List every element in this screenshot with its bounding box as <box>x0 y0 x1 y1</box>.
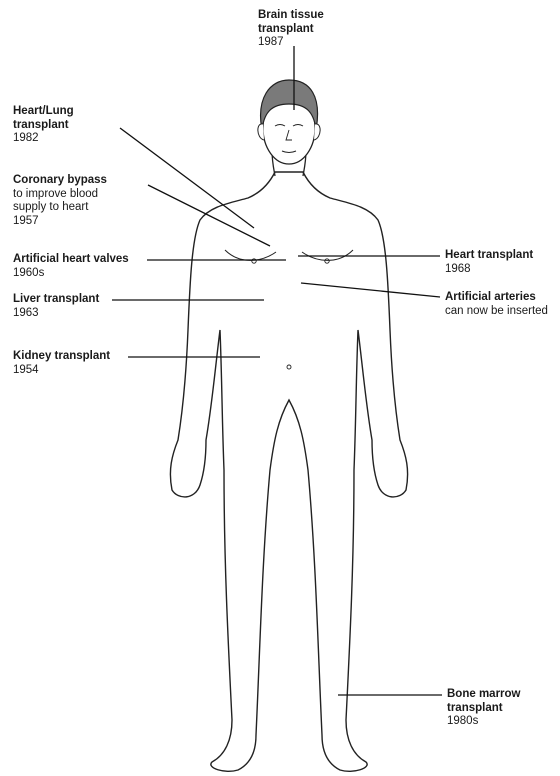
heart-year: 1968 <box>445 263 533 277</box>
coronary-year: 1957 <box>13 215 107 229</box>
label-artificial-arteries: Artificial arteries can now be inserted <box>445 291 548 318</box>
label-brain-tissue: Brain tissue transplant 1987 <box>258 9 324 50</box>
heart-lung-title-2: transplant <box>13 119 74 133</box>
brain-year: 1987 <box>258 36 324 50</box>
valves-title: Artificial heart valves <box>13 253 129 267</box>
label-artificial-heart-valves: Artificial heart valves 1960s <box>13 253 129 280</box>
bone-marrow-year: 1980s <box>447 715 521 729</box>
heart-lung-year: 1982 <box>13 132 74 146</box>
body-silhouette <box>170 172 407 771</box>
coronary-title: Coronary bypass <box>13 174 107 188</box>
leader-heart-lung <box>120 128 254 228</box>
heart-title: Heart transplant <box>445 249 533 263</box>
liver-year: 1963 <box>13 307 99 321</box>
label-heart-transplant: Heart transplant 1968 <box>445 249 533 276</box>
label-kidney-transplant: Kidney transplant 1954 <box>13 350 110 377</box>
kidney-title: Kidney transplant <box>13 350 110 364</box>
label-bone-marrow: Bone marrow transplant 1980s <box>447 688 521 729</box>
coronary-line-1: to improve blood <box>13 188 107 202</box>
brain-title-1: Brain tissue <box>258 9 324 23</box>
label-heart-lung: Heart/Lung transplant 1982 <box>13 105 74 146</box>
ear-left <box>258 124 264 140</box>
label-coronary-bypass: Coronary bypass to improve blood supply … <box>13 174 107 228</box>
heart-lung-title-1: Heart/Lung <box>13 105 74 119</box>
arteries-title: Artificial arteries <box>445 291 548 305</box>
coronary-line-2: supply to heart <box>13 201 107 215</box>
brain-title-2: transplant <box>258 23 324 37</box>
liver-title: Liver transplant <box>13 293 99 307</box>
valves-year: 1960s <box>13 267 129 281</box>
bone-marrow-title-2: transplant <box>447 702 521 716</box>
bone-marrow-title-1: Bone marrow <box>447 688 521 702</box>
arteries-line-1: can now be inserted <box>445 305 548 319</box>
ear-right <box>314 124 320 140</box>
kidney-year: 1954 <box>13 364 110 378</box>
label-liver-transplant: Liver transplant 1963 <box>13 293 99 320</box>
